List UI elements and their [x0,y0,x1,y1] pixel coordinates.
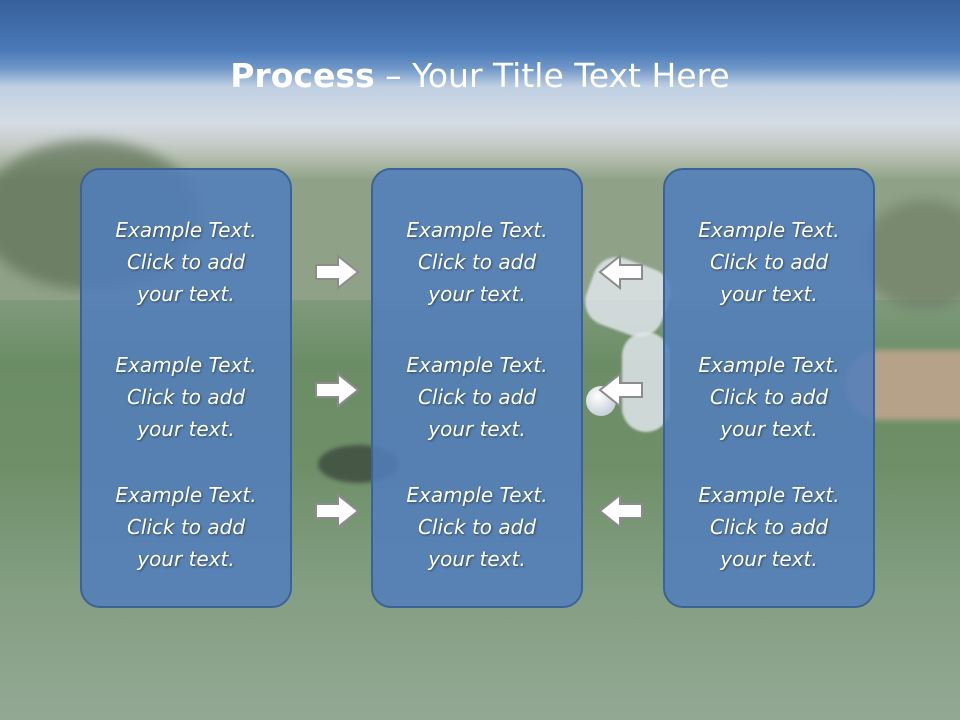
text-block[interactable]: Example Text. Click to add your text. [665,479,873,575]
text-line: Example Text. [406,218,548,242]
background-trees-right [860,200,960,310]
text-line: Click to add [126,385,246,409]
text-line: Click to add [417,515,537,539]
text-line: your text. [137,282,235,306]
text-block[interactable]: Example Text. Click to add your text. [665,349,873,445]
text-line: your text. [428,547,526,571]
text-block[interactable]: Example Text. Click to add your text. [665,214,873,310]
text-block[interactable]: Example Text. Click to add your text. [373,479,581,575]
text-line: Example Text. [115,353,257,377]
text-line: Example Text. [406,353,548,377]
slide-title[interactable]: Process – Your Title Text Here [0,54,960,98]
text-line: Click to add [709,250,829,274]
text-line: Click to add [417,385,537,409]
text-line: your text. [720,282,818,306]
text-line: your text. [428,282,526,306]
text-line: Example Text. [698,353,840,377]
text-line: your text. [720,547,818,571]
text-line: your text. [428,417,526,441]
text-block[interactable]: Example Text. Click to add your text. [82,479,290,575]
text-line: your text. [137,417,235,441]
text-line: Click to add [417,250,537,274]
text-line: Example Text. [115,218,257,242]
title-bold: Process [230,56,375,95]
text-line: Example Text. [115,483,257,507]
text-line: Click to add [126,515,246,539]
process-box-center[interactable]: Example Text. Click to add your text. Ex… [371,168,583,608]
arrow-left-icon [598,371,643,409]
title-text: – Your Title Text Here [374,56,730,95]
text-block[interactable]: Example Text. Click to add your text. [82,349,290,445]
text-line: Click to add [709,385,829,409]
text-block[interactable]: Example Text. Click to add your text. [373,214,581,310]
process-box-left[interactable]: Example Text. Click to add your text. Ex… [80,168,292,608]
arrow-left-icon [598,253,643,291]
text-line: your text. [720,417,818,441]
text-line: Example Text. [698,218,840,242]
arrow-right-icon [315,492,360,530]
arrow-right-icon [315,253,360,291]
text-block[interactable]: Example Text. Click to add your text. [373,349,581,445]
arrow-left-icon [598,492,643,530]
text-line: Click to add [126,250,246,274]
text-block[interactable]: Example Text. Click to add your text. [82,214,290,310]
process-box-right[interactable]: Example Text. Click to add your text. Ex… [663,168,875,608]
arrow-right-icon [315,371,360,409]
text-line: Example Text. [406,483,548,507]
text-line: your text. [137,547,235,571]
text-line: Click to add [709,515,829,539]
text-line: Example Text. [698,483,840,507]
